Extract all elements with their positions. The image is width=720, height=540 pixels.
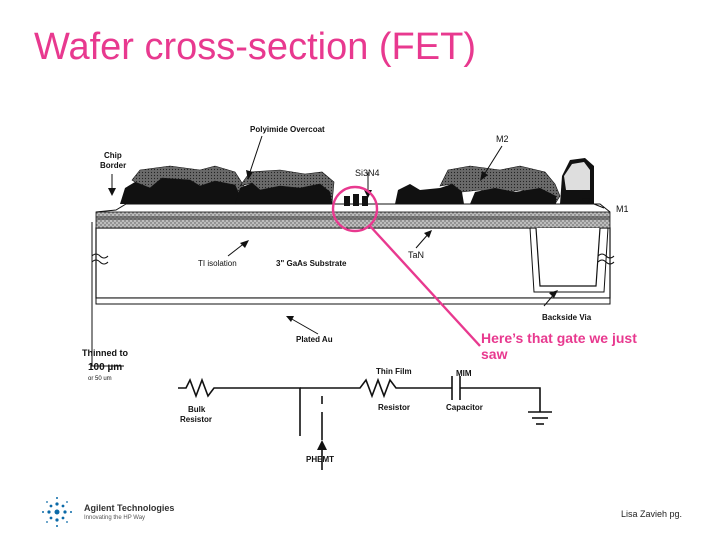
logo-company-name: Agilent Technologies — [84, 503, 175, 513]
arrowheads — [108, 170, 590, 322]
label-thinned-line2: 100 µm — [88, 362, 122, 373]
label-chip-border-line1: Chip — [104, 151, 122, 160]
gaas-substrate — [95, 227, 611, 299]
label-si3n4: Si3N4 — [355, 168, 380, 178]
label-plated-au: Plated Au — [296, 335, 333, 344]
label-phemt: PHEMT — [306, 455, 334, 464]
label-mim-line2: Capacitor — [446, 403, 483, 412]
label-tan: TaN — [408, 250, 424, 260]
metal-structures — [120, 158, 594, 206]
label-mim-line1: MIM — [456, 369, 472, 378]
label-polyimide-overcoat: Polyimide Overcoat — [250, 125, 325, 134]
label-m2: M2 — [496, 134, 509, 144]
gate-callout-text: Here’s that gate we just saw — [481, 330, 637, 362]
footer-credit: Lisa Zavieh pg. — [621, 509, 683, 519]
label-bulk-line2: Resistor — [180, 415, 212, 424]
label-substrate: 3" GaAs Substrate — [276, 259, 347, 268]
equivalent-circuit — [178, 376, 552, 440]
plated-au-layer — [95, 297, 611, 305]
label-thin-film-line1: Thin Film — [376, 367, 412, 376]
label-backside-via: Backside Via — [542, 313, 592, 322]
label-thinned-line1: Thinned to — [82, 348, 128, 358]
epi-layer — [95, 211, 611, 229]
gate-highlight — [331, 185, 481, 347]
label-chip-border-line2: Border — [100, 161, 126, 170]
label-m1: M1 — [616, 204, 629, 214]
label-ti-isolation: TI isolation — [198, 259, 237, 268]
backside-via — [529, 227, 609, 293]
slide-title: Wafer cross-section (FET) — [34, 26, 476, 68]
phemt-arrow — [317, 440, 327, 470]
label-bulk-line1: Bulk — [188, 405, 206, 414]
break-marks — [91, 253, 615, 265]
agilent-spark-icon — [42, 497, 72, 527]
leader-arrows — [91, 135, 605, 367]
logo-tagline: Innovating the HP Way — [84, 515, 146, 521]
label-thin-film-line2: Resistor — [378, 403, 410, 412]
label-thinned-line3: or 50 um — [88, 376, 112, 382]
